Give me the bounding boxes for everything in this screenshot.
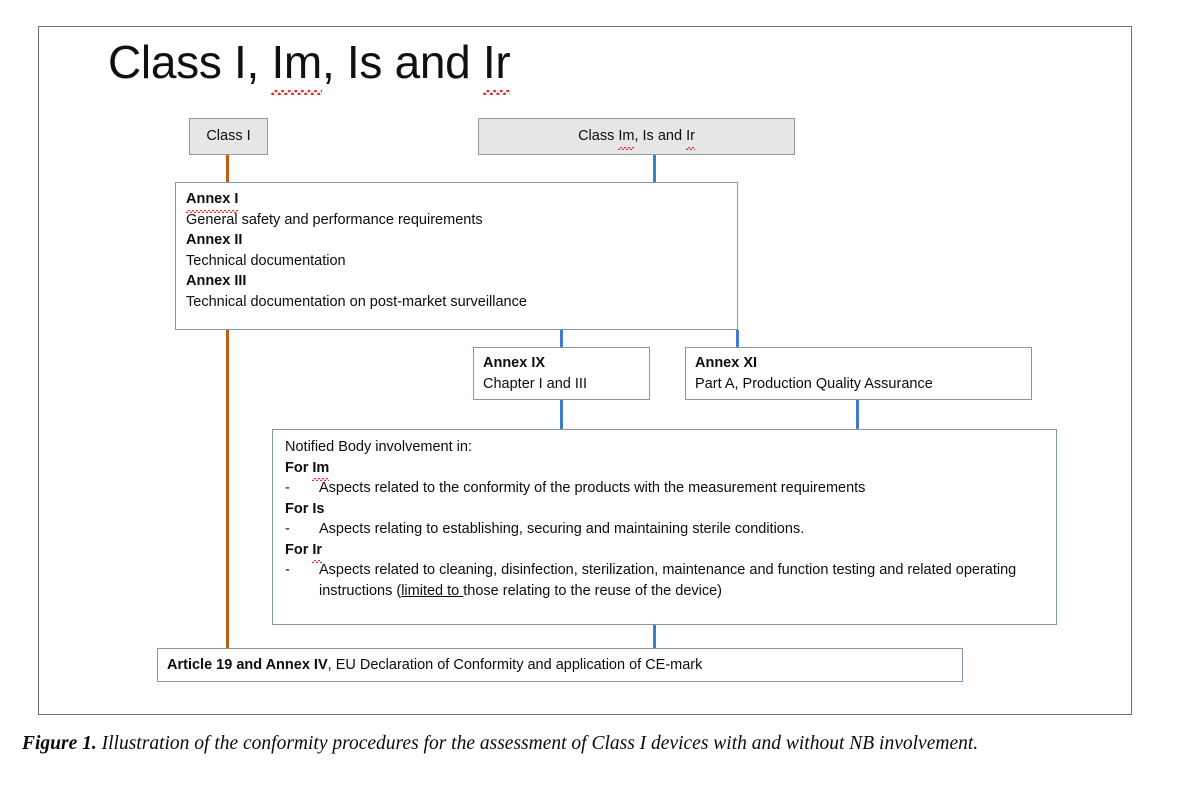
- connector-class-im-to-annex-i: [653, 155, 656, 182]
- node-annex-xi[interactable]: Annex XI Part A, Production Quality Assu…: [685, 347, 1032, 400]
- nb-bullet-text: Aspects related to the conformity of the…: [319, 480, 866, 497]
- node-article-19-annex-iv[interactable]: Article 19 and Annex IV, EU Declaration …: [157, 648, 963, 682]
- node-class-im-label-ir: Ir: [686, 126, 695, 150]
- nb-bullet-dash: -: [285, 480, 290, 497]
- nb-bullet-dash: -: [285, 562, 290, 579]
- figure-caption-body: Illustration of the conformity procedure…: [96, 733, 979, 754]
- nb-bullet-ir-underlined: limited to: [401, 583, 464, 600]
- annex-ix-heading: Annex IX: [483, 355, 546, 371]
- title-part-1: Class I,: [108, 36, 272, 88]
- annex-ii-heading: Annex II: [186, 232, 243, 249]
- node-class-i-label: Class I: [206, 128, 251, 144]
- nb-group-heading-ir: For Ir: [285, 540, 1044, 563]
- node-class-im-is-ir[interactable]: Class Im, Is and Ir: [478, 118, 795, 155]
- node-class-im-label-part-1: Class: [578, 128, 619, 144]
- title-part-3: , Is and: [321, 36, 483, 88]
- title-part-ir: Ir: [482, 36, 511, 95]
- connector-annex-xi-to-notified-body: [856, 400, 859, 429]
- nb-bullet-im: - Aspects related to the conformity of t…: [285, 478, 1044, 499]
- annex-iii-heading: Annex III: [186, 273, 247, 290]
- node-class-im-label-part-3: , Is and: [634, 128, 687, 144]
- article-19-rest: , EU Declaration of Conformity and appli…: [327, 657, 703, 673]
- diagram-title: Class I, Im, Is and Ir: [108, 36, 511, 95]
- annex-ix-body: Chapter I and III: [483, 375, 587, 392]
- annex-i-body: General safety and performance requireme…: [186, 211, 483, 228]
- annex-iii-body: Technical documentation on post-market s…: [186, 293, 527, 310]
- annex-ii-body: Technical documentation: [186, 252, 346, 269]
- connector-annex-i-to-article-19: [226, 330, 229, 648]
- nb-bullet-text: Aspects related to cleaning, disinfectio…: [319, 560, 1044, 601]
- node-annex-i-ii-iii[interactable]: Annex I General safety and performance r…: [175, 182, 738, 330]
- nb-group-heading-im: For Im: [285, 458, 1044, 481]
- article-19-bold: Article 19 and Annex IV: [167, 657, 328, 673]
- nb-bullet-dash: -: [285, 521, 290, 538]
- nb-bullet-ir: - Aspects related to cleaning, disinfect…: [285, 560, 1044, 601]
- node-notified-body-involvement[interactable]: Notified Body involvement in: For Im - A…: [272, 429, 1057, 625]
- nb-bullet-text: Aspects relating to establishing, securi…: [319, 521, 805, 538]
- node-annex-ix[interactable]: Annex IX Chapter I and III: [473, 347, 650, 400]
- nb-intro: Notified Body involvement in:: [285, 439, 472, 455]
- annex-i-heading: Annex I: [186, 189, 727, 213]
- connector-annex-i-to-annex-ix: [560, 330, 563, 348]
- annex-xi-body: Part A, Production Quality Assurance: [695, 375, 933, 392]
- figure-caption: Figure 1. Illustration of the conformity…: [22, 729, 1158, 758]
- title-part-im: Im: [271, 36, 322, 95]
- nb-bullet-ir-after: those relating to the reuse of the devic…: [463, 583, 723, 600]
- annex-xi-heading: Annex XI: [695, 355, 758, 371]
- node-class-i[interactable]: Class I: [189, 118, 268, 155]
- connector-class-i-to-annex-i: [226, 155, 229, 182]
- connector-notified-body-to-article-19: [653, 625, 656, 648]
- nb-group-heading-is: For Is: [285, 500, 325, 517]
- figure-caption-lead: Figure 1.: [22, 733, 97, 754]
- connector-annex-i-to-annex-xi: [736, 330, 739, 348]
- nb-bullet-is: - Aspects relating to establishing, secu…: [285, 519, 1044, 540]
- connector-annex-ix-to-notified-body: [560, 400, 563, 429]
- nb-bullet-ir-before: Aspects related to cleaning, disinfectio…: [319, 562, 1017, 600]
- node-class-im-label-im: Im: [618, 126, 635, 150]
